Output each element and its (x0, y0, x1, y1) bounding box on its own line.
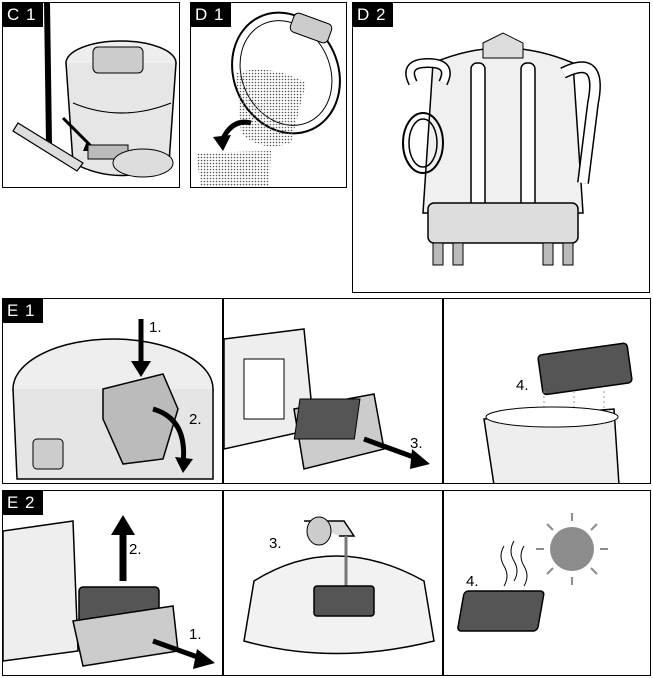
panel-d2: D 2 (352, 2, 650, 293)
container-emptying-illustration (191, 3, 347, 188)
panel-e2-step4: 4. (443, 490, 651, 676)
panel-d1: D 1 (190, 2, 347, 188)
filter-cover-removal-illustration (3, 299, 223, 484)
panel-e2-step1: E 2 2. 1. (2, 490, 223, 676)
panel-tag: E 1 (3, 299, 43, 323)
panel-tag: D 1 (191, 3, 231, 27)
step-label: 2. (189, 411, 202, 428)
panel-tag: E 2 (3, 491, 43, 515)
vacuum-accessory-storage-illustration (3, 3, 180, 188)
step-label: 1. (189, 626, 202, 643)
filter-removal-illustration (224, 299, 443, 484)
panel-e1-step4: 4. (443, 298, 651, 484)
step-label: 4. (516, 377, 529, 394)
filter-rinsing-illustration (224, 491, 443, 676)
panel-tag: C 1 (3, 3, 43, 27)
sun-icon (536, 513, 608, 585)
panel-e1-step1: E 1 1. 2. (2, 298, 223, 484)
panel-e1-step3: 3. (223, 298, 443, 484)
filter-insert-removal-illustration (3, 491, 223, 676)
step-label: 4. (466, 573, 479, 590)
step-label: 3. (410, 435, 423, 452)
panel-tag: D 2 (353, 3, 393, 27)
vacuum-rear-storage-illustration (353, 3, 650, 293)
panel-e2-step3: 3. (223, 490, 443, 676)
panel-c1: C 1 (2, 2, 180, 188)
step-label: 2. (129, 541, 142, 558)
step-label: 1. (149, 319, 162, 336)
filter-tapping-out-illustration (444, 299, 651, 484)
step-label: 3. (269, 535, 282, 552)
